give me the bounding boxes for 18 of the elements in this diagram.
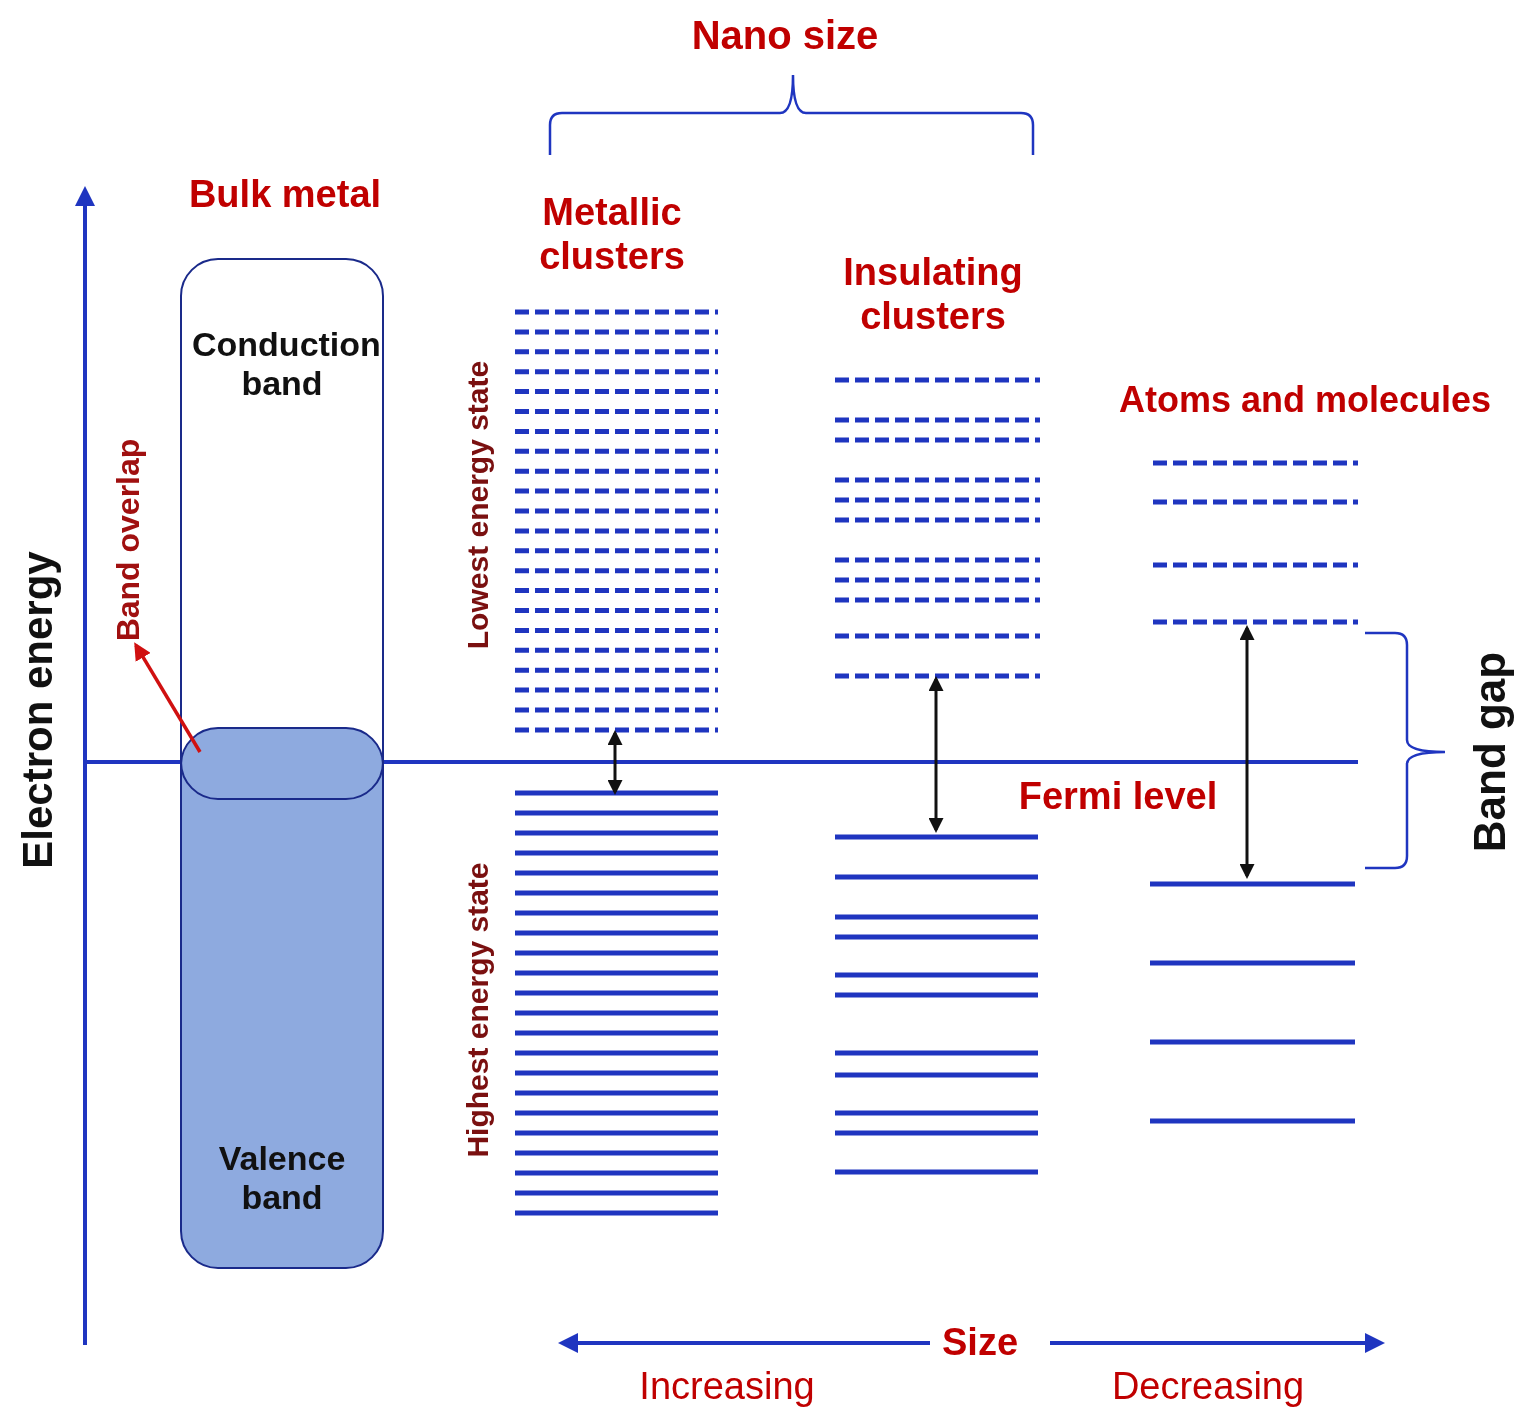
band-label: Conduction band: [191, 325, 382, 403]
annotation-label: Lowest energy state: [460, 360, 495, 650]
heading: Insulating clusters: [842, 251, 1024, 339]
heading: Metallic clusters: [538, 191, 686, 279]
annotation-label: Band gap: [1464, 651, 1515, 853]
leader-line: [134, 642, 202, 753]
axis-label: Size: [942, 1321, 1018, 1365]
heading: Atoms and molecules: [1118, 379, 1492, 421]
band-box: [180, 727, 384, 1269]
band-label: Valence band: [217, 1139, 347, 1217]
annotation-label: Highest energy state: [460, 862, 495, 1158]
axis-label: Electron energy: [13, 551, 62, 869]
heading: Nano size: [691, 12, 879, 58]
axis-label: Decreasing: [1111, 1365, 1305, 1409]
axis-label: Increasing: [639, 1365, 815, 1409]
annotation-label: Band overlap: [109, 438, 147, 642]
heading: Bulk metal: [188, 173, 382, 217]
annotation-label: Fermi level: [1018, 775, 1218, 819]
